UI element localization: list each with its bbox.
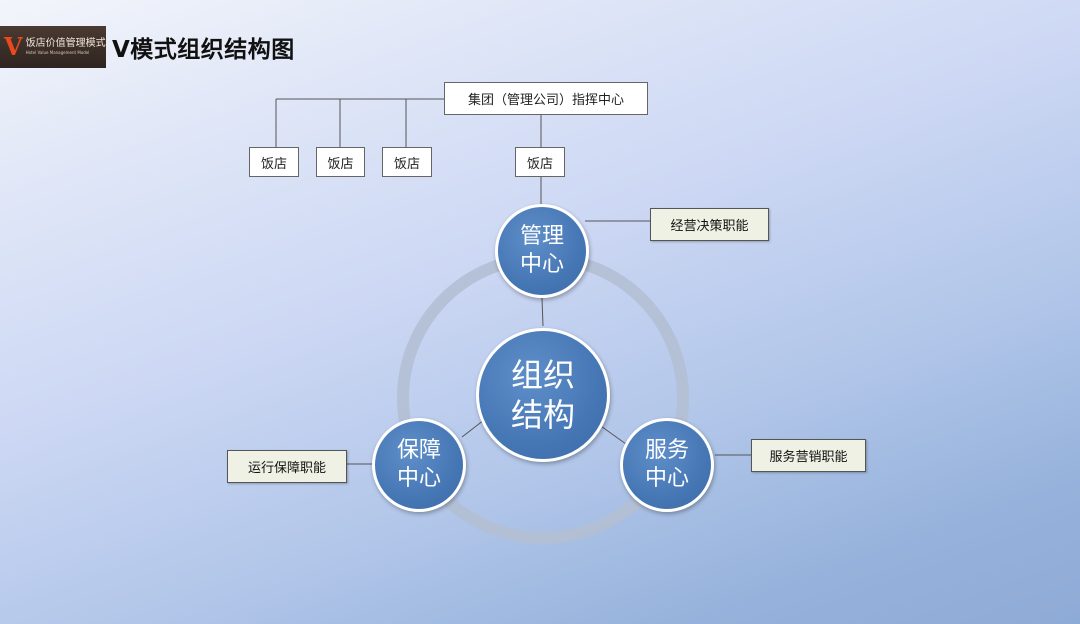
center-label-line1: 组织 [510, 356, 575, 394]
company-logo: V 饭店价值管理模式 Hotel Value Management Model [0, 26, 106, 68]
service-function-box: 服务营销职能 [751, 439, 866, 472]
page-title: V模式组织结构图 [112, 37, 295, 63]
organization-structure-center-node: 组织 结构 [476, 328, 610, 462]
hotel-box: 饭店 [382, 147, 432, 177]
management-center-node: 管理 中心 [495, 204, 589, 298]
center-label-line2: 结构 [510, 396, 575, 434]
spoke-service [597, 423, 627, 445]
management-function-box: 经营决策职能 [650, 208, 769, 241]
node-label-line2: 中心 [519, 252, 564, 277]
logo-text: 饭店价值管理模式 Hotel Value Management Model [26, 38, 106, 56]
node-label-line2: 中心 [644, 466, 689, 491]
spoke-management [541, 297, 544, 327]
node-label-line1: 服务 [644, 438, 689, 463]
logo-chinese-text: 饭店价值管理模式 [25, 38, 106, 49]
hotel-box: 饭店 [249, 147, 299, 177]
group-command-center-box: 集团（管理公司）指挥中心 [444, 82, 648, 115]
hotel-box: 饭店 [316, 147, 365, 177]
spoke-support [461, 419, 485, 438]
node-label-line1: 管理 [519, 224, 564, 249]
support-center-node: 保障 中心 [372, 418, 466, 512]
service-center-node: 服务 中心 [620, 418, 714, 512]
node-label-line1: 保障 [396, 438, 441, 463]
logo-mark: V [4, 32, 23, 61]
support-function-box: 运行保障职能 [227, 450, 347, 483]
node-label-line2: 中心 [396, 466, 441, 491]
hotel-box: 饭店 [515, 147, 565, 177]
logo-english-text: Hotel Value Management Model [25, 50, 90, 55]
